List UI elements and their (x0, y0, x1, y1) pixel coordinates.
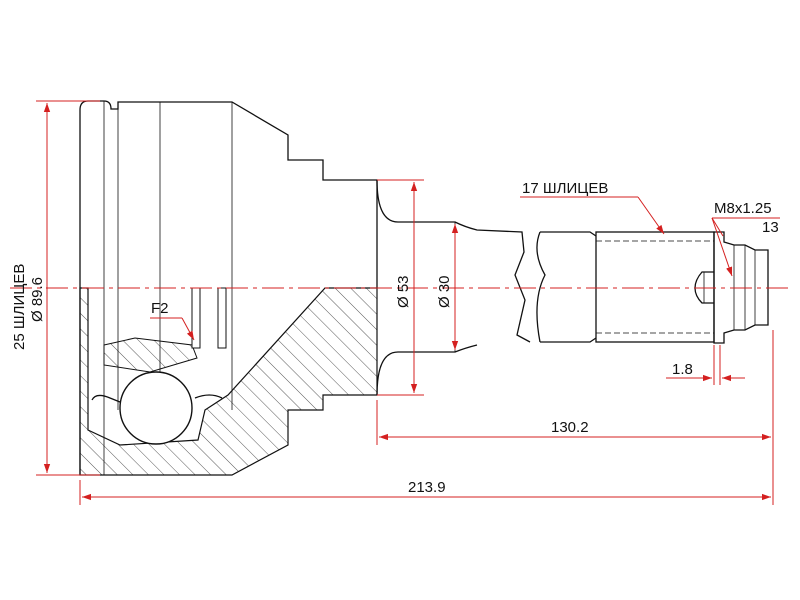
housing-outline (79, 100, 378, 475)
length-total-label: 213.9 (408, 479, 446, 496)
shaft-splines-label: 17 ШЛИЦЕВ (522, 180, 608, 197)
cage-window (191, 287, 227, 349)
diameter-53-label: Ø 53 (395, 275, 412, 308)
outer-splines-label: 25 ШЛИЦЕВ (11, 264, 28, 350)
diameter-30-label: Ø 30 (436, 275, 453, 308)
thread-wrench-label: 13 (762, 219, 779, 236)
feature-f2-label: F2 (151, 300, 169, 317)
dimension-lines (36, 100, 780, 505)
housing-section (79, 287, 378, 476)
ball (119, 371, 193, 445)
outer-diameter-label: Ø 89.6 (29, 277, 46, 322)
shaft-spline-section (595, 231, 715, 343)
thread-label: M8x1.25 (714, 200, 772, 217)
offset-small-label: 1.8 (672, 361, 693, 378)
length-shaft-label: 130.2 (551, 419, 589, 436)
